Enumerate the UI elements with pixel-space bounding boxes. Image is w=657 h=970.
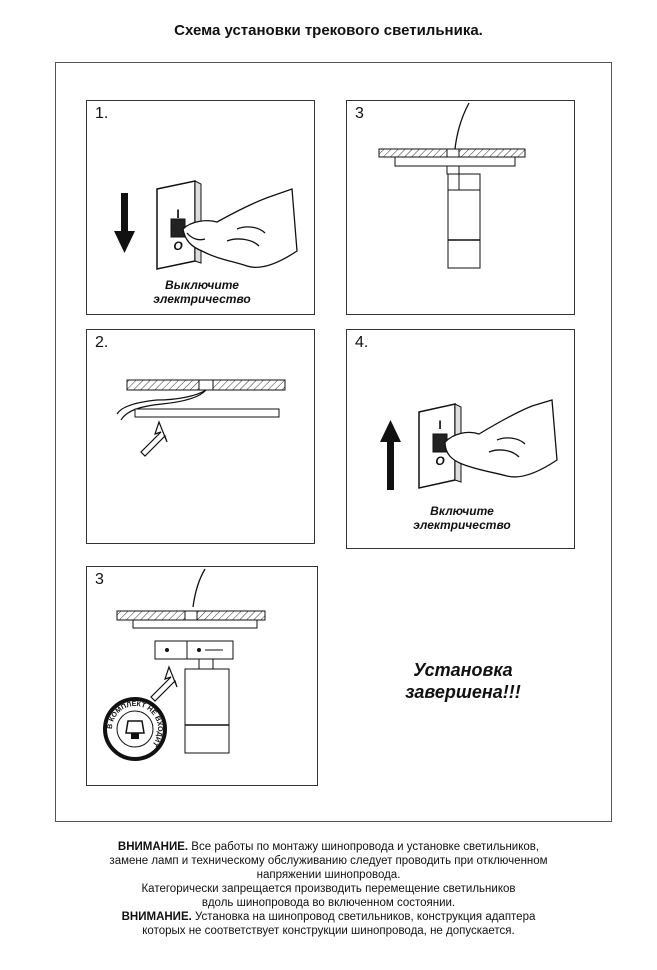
step-number: 1.	[95, 105, 109, 122]
switch-top-label: I	[438, 418, 442, 432]
switch-top-label: I	[176, 207, 180, 221]
step-4-caption: Включите электричество	[377, 504, 547, 532]
warning-notes: ВНИМАНИЕ. Все работы по монтажу шинопров…	[30, 840, 627, 938]
prohibition-text-a: Категорически запрещается производить пе…	[141, 883, 516, 895]
step-4-panel: 4. I O Включите электричество	[346, 329, 575, 549]
wire-icon	[116, 389, 207, 415]
track-rail-icon	[134, 408, 280, 418]
not-included-stamp: В КОМПЛЕКТ НЕ ВХОДИТ	[103, 697, 167, 761]
track-install-illustration	[116, 379, 286, 457]
warning-text-1a: Все работы по монтажу шинопровода и уста…	[188, 841, 540, 853]
pointer-arrow-icon	[150, 665, 178, 702]
bulb-icon	[125, 720, 145, 734]
track-rail-icon	[394, 156, 516, 167]
warning-text-2b: которых не соответствует конструкции шин…	[142, 925, 515, 937]
step-number: 2.	[95, 334, 109, 351]
cable-icon	[192, 568, 206, 608]
switch-off-illustration	[114, 180, 298, 270]
hand-icon	[444, 399, 558, 478]
caption-line-2: электричество	[153, 292, 251, 306]
warning-text-1c: напряжении шинопровода.	[256, 869, 401, 881]
switch-bottom-label: O	[173, 239, 183, 253]
hand-icon	[182, 188, 298, 268]
step-2-panel: 2.	[86, 329, 315, 544]
warning-label-2: ВНИМАНИЕ.	[121, 911, 192, 923]
track-rail-icon	[132, 619, 258, 629]
done-line-2: завершена!!!	[405, 682, 521, 702]
caption-line-2: электричество	[413, 518, 511, 532]
diagram-frame	[55, 62, 612, 822]
step-number: 4.	[355, 334, 369, 351]
up-arrow-icon	[380, 420, 401, 490]
lamp-body-icon	[184, 658, 230, 754]
warning-text-2a: Установка на шинопровод светильников, ко…	[191, 911, 536, 923]
prohibition-text-b: вдоль шинопровода во включенном состояни…	[201, 897, 456, 909]
page-title: Схема установки трекового светильника.	[174, 22, 483, 39]
installation-complete-text: Установка завершена!!!	[368, 659, 558, 703]
caption-line-1: Включите	[430, 504, 494, 518]
step-1-panel: 1. I O Выключите электричество	[86, 100, 315, 315]
step-3-panel-top: 3	[346, 100, 575, 315]
switch-on-illustration	[380, 399, 558, 490]
lamp-body-icon	[447, 173, 481, 269]
step-3-panel-bottom: 3 В КОМПЛЕКТ НЕ ВХОДИТ	[86, 566, 318, 786]
step-number: 3	[355, 105, 364, 122]
step-number: 3	[95, 571, 104, 588]
adapter-icon	[154, 640, 234, 660]
done-line-1: Установка	[413, 660, 513, 680]
step-1-caption: Выключите электричество	[117, 278, 287, 306]
adapter-attach-illustration: В КОМПЛЕКТ НЕ ВХОДИТ	[103, 568, 266, 761]
lamp-mounted-illustration	[378, 102, 526, 269]
warning-text-1b: замене ламп и техническому обслуживанию …	[109, 855, 548, 867]
down-arrow-icon	[114, 193, 135, 253]
caption-line-1: Выключите	[165, 278, 239, 292]
switch-bottom-label: O	[435, 454, 445, 468]
cable-icon	[454, 102, 470, 150]
warning-label-1: ВНИМАНИЕ.	[117, 841, 189, 853]
pointer-arrow-icon	[140, 420, 168, 457]
